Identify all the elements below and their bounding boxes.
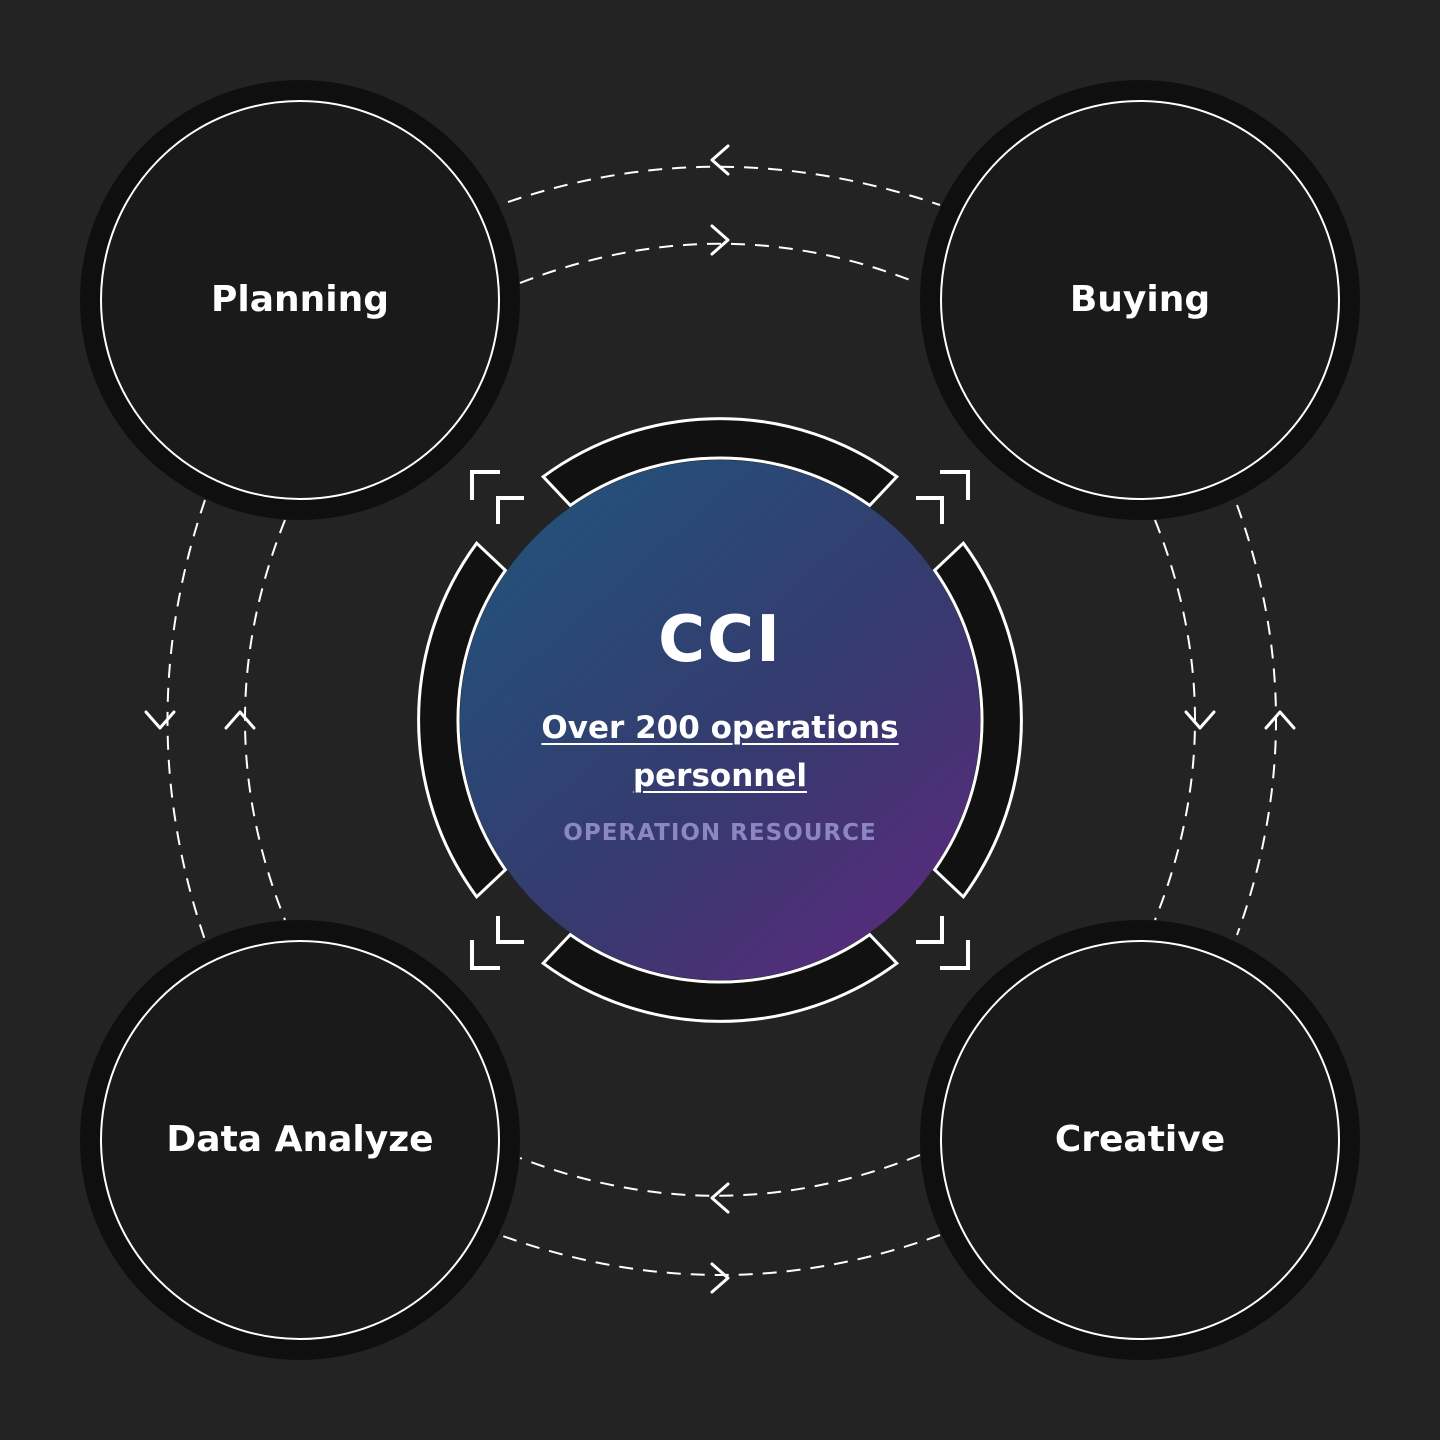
connector-data-analyze-to-creative	[499, 1234, 941, 1276]
node-creative	[920, 920, 1360, 1360]
label-buying: Buying	[1069, 279, 1211, 320]
node-data-analyze	[80, 920, 520, 1360]
center-content: CCI Over 200 operations personnel OPERAT…	[480, 600, 960, 846]
center-disk	[460, 460, 980, 980]
bracket-bottom-left-icon	[470, 916, 524, 970]
ring-segment-bottom	[540, 932, 900, 1023]
arrow-up-right-icon	[1264, 710, 1296, 730]
arrow-right-bottom-icon	[710, 1262, 730, 1294]
arrow-down-right-icon	[1184, 710, 1216, 730]
ring-segment-top	[540, 417, 900, 508]
connector-lines	[166, 165, 1277, 1276]
connector-data-analyze-to-planning	[244, 519, 286, 921]
corner-brackets	[470, 470, 970, 970]
arrow-left-top-icon	[710, 144, 730, 176]
center-ring	[417, 417, 1023, 1023]
connector-planning-to-buying	[519, 242, 916, 284]
node-planning	[80, 80, 520, 520]
center-title: CCI	[658, 603, 782, 677]
arrow-left-bottom-icon	[710, 1182, 730, 1214]
connector-buying-to-planning	[507, 165, 941, 206]
center-link-line-2: personnel	[632, 758, 808, 794]
arrow-right-top-icon	[710, 224, 730, 256]
bracket-top-right-icon	[916, 470, 970, 524]
label-data-analyze: Data Analyze	[166, 1119, 434, 1160]
connector-planning-to-data-analyze	[166, 499, 206, 941]
arrowheads	[144, 144, 1296, 1294]
connector-buying-to-creative	[1154, 519, 1196, 921]
label-planning: Planning	[210, 279, 389, 320]
center-link[interactable]: Over 200 operations personnel	[480, 704, 960, 800]
ring-segment-left	[417, 540, 508, 900]
arrow-down-left-icon	[144, 710, 176, 730]
bracket-top-left-icon	[470, 470, 524, 524]
node-buying	[920, 80, 1360, 520]
center-link-line-1: Over 200 operations	[541, 710, 899, 746]
ring-segment-right	[932, 540, 1023, 900]
center-caption: OPERATION RESOURCE	[563, 820, 877, 846]
bracket-bottom-right-icon	[916, 916, 970, 970]
connector-creative-to-data-analyze	[519, 1154, 921, 1197]
arrow-up-left-icon	[224, 710, 256, 730]
connector-creative-to-buying	[1236, 504, 1277, 936]
label-creative: Creative	[1054, 1119, 1226, 1160]
